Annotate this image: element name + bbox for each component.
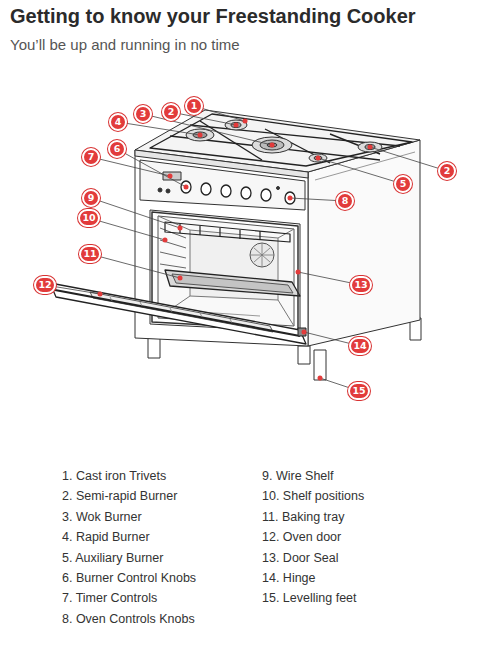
part-name: 3. Wok Burner [62, 510, 142, 524]
part-name: 7. Timer Controls [62, 591, 157, 605]
part-name: 13. Door Seal [262, 551, 338, 565]
callout-text: 13 [354, 280, 367, 290]
callout-number: 2 [438, 162, 456, 180]
callout-number: 9 [82, 189, 100, 207]
callout-text: 3 [140, 109, 147, 119]
callout-text: 9 [88, 193, 95, 203]
callout-text: 1 [191, 101, 198, 111]
callout-text: 2 [444, 166, 451, 176]
callout-number: 1 [185, 97, 203, 115]
callout-number: 8 [336, 192, 354, 210]
part-name: 6. Burner Control Knobs [62, 571, 196, 585]
part-name: 15. Levelling feet [262, 591, 357, 605]
page-title: Getting to know your Freestanding Cooker [10, 5, 416, 28]
callout-number: 7 [82, 148, 100, 166]
part-name: 14. Hinge [262, 571, 316, 585]
callout-number: 4 [109, 113, 127, 131]
callout-text: 10 [82, 213, 95, 223]
callout-number: 6 [108, 140, 126, 158]
callout-number: 11 [79, 245, 101, 263]
callout-number: 12 [34, 276, 56, 294]
subtitle: You’ll be up and running in no time [10, 36, 240, 53]
callout-number: 13 [350, 276, 372, 294]
callout-text: 8 [342, 196, 349, 206]
callout-text: 12 [38, 280, 51, 290]
callout-number: 5 [394, 175, 412, 193]
callout-text: 15 [352, 386, 365, 396]
part-name: 2. Semi-rapid Burner [62, 489, 177, 503]
part-name: 1. Cast iron Trivets [62, 469, 166, 483]
callout-text: 14 [353, 341, 366, 351]
callout-text: 6 [114, 144, 121, 154]
callout-text: 5 [400, 179, 407, 189]
callout-text: 7 [88, 152, 95, 162]
callout-text: 4 [115, 117, 122, 127]
part-name: 4. Rapid Burner [62, 530, 150, 544]
callout-text: 2 [168, 107, 175, 117]
callout-number: 14 [349, 337, 371, 355]
part-name: 11. Baking tray [262, 510, 344, 524]
callout-text: 11 [83, 249, 96, 259]
callout-number: 10 [78, 209, 100, 227]
part-name: 5. Auxiliary Burner [62, 551, 163, 565]
part-name: 12. Oven door [262, 530, 341, 544]
part-name: 10. Shelf positions [262, 489, 364, 503]
callout-number: 3 [134, 105, 152, 123]
callout-number: 2 [162, 103, 180, 121]
callout-number: 15 [348, 382, 370, 400]
part-name: 9. Wire Shelf [262, 469, 334, 483]
part-name: 8. Oven Controls Knobs [62, 612, 195, 626]
